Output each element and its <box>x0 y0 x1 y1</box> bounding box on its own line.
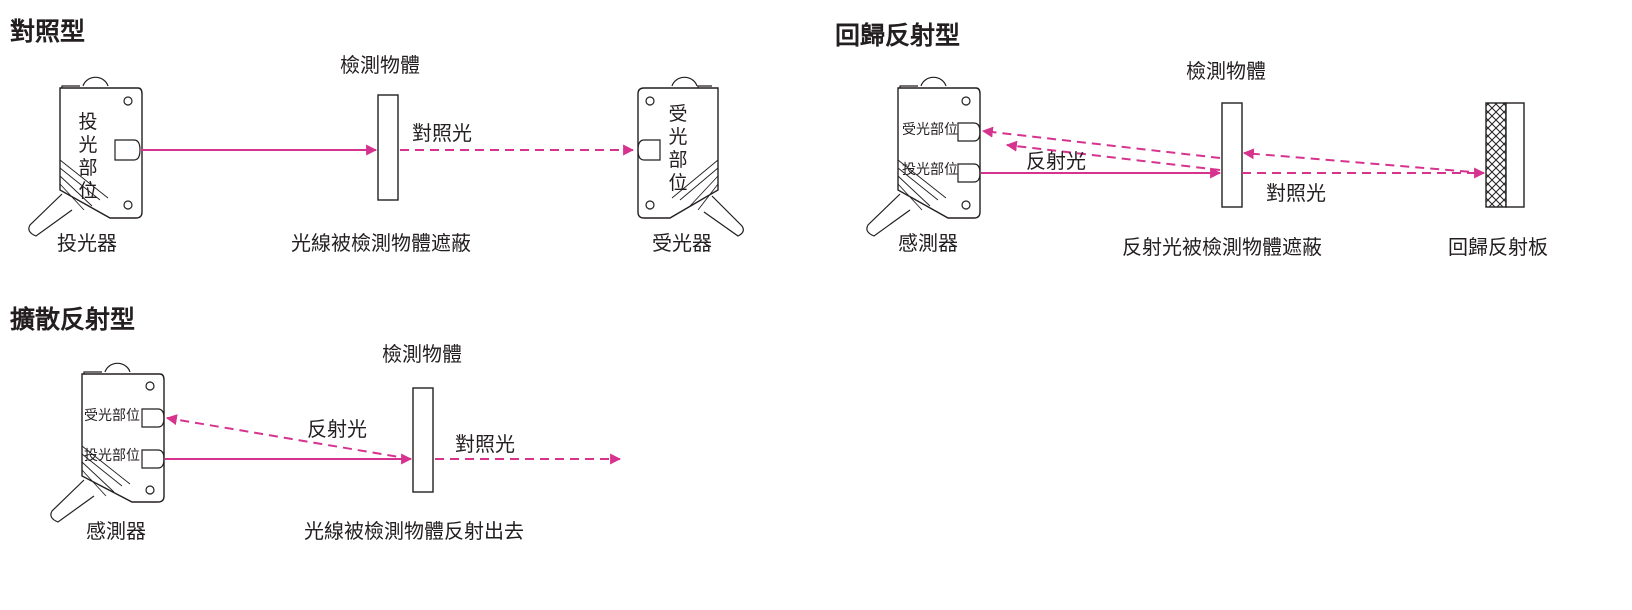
section-diffuse-reflective: 擴散反射型 受光部位 投光部位 感測器 檢測物體 光線被檢測物體反射出去 反射光… <box>10 305 622 543</box>
screw-hole <box>645 96 655 106</box>
emitter-part-label: 投光部位 <box>902 162 958 178</box>
receiver-cable <box>703 195 744 237</box>
reflector-label: 回歸反射板 <box>1448 235 1548 259</box>
section-title: 對照型 <box>10 17 85 46</box>
beam-dashed-return-2 <box>1005 140 1221 171</box>
caption: 光線被檢測物體遮蔽 <box>291 231 471 255</box>
sensor-cable <box>866 193 911 237</box>
sensor-indicator-led <box>920 76 947 87</box>
beam-dashed-reflect <box>165 414 412 460</box>
emitter-part-char: 位 <box>78 180 97 202</box>
receiver-part-label: 受光部位 <box>902 122 958 138</box>
detection-object <box>1221 102 1243 208</box>
section-through-beam: 對照型 投 光 部 位 投光器 檢測物體 光線被檢測物體遮蔽 對照光 <box>10 17 744 255</box>
emitter-sensor: 投 光 部 位 <box>28 76 143 237</box>
beam-dashed-return <box>1242 148 1485 174</box>
beam-label: 對照光 <box>455 432 515 456</box>
emitter-lens <box>957 163 981 183</box>
screw-hole <box>645 200 655 210</box>
emitter-part-label: 投光部位 <box>84 448 140 464</box>
receiver-lens <box>141 408 165 428</box>
detection-object <box>377 94 399 201</box>
receiver-housing <box>637 87 719 219</box>
emitter-label: 投光器 <box>57 231 117 255</box>
beam-label: 對照光 <box>1266 181 1326 205</box>
receiver-lens <box>957 122 981 142</box>
object-label: 檢測物體 <box>340 53 420 77</box>
object-label: 檢測物體 <box>382 342 462 366</box>
emitter-housing <box>59 87 143 219</box>
sensor-housing <box>897 87 981 219</box>
receiver-part-char: 部 <box>668 149 687 171</box>
emitter-part-char: 光 <box>78 134 97 156</box>
screw-hole <box>123 96 133 106</box>
receiver-part-label: 受光部位 <box>84 408 140 424</box>
housing-hatch <box>897 159 947 211</box>
receiver-indicator-led <box>671 76 698 87</box>
emitter-lens <box>114 139 141 161</box>
receiver-sensor: 受 光 部 位 <box>637 76 744 237</box>
section-retro-reflective: 回歸反射型 受光部位 投光部位 感測器 檢測物體 反射光被檢測物體遮蔽 回歸反射… <box>835 21 1548 259</box>
emitter-indicator-led <box>82 76 109 87</box>
sensor-label: 感測器 <box>86 519 146 543</box>
retro-sensor: 受光部位 投光部位 <box>866 76 981 237</box>
housing-hatch <box>671 159 719 211</box>
caption: 反射光被檢測物體遮蔽 <box>1122 235 1322 259</box>
screw-hole <box>961 200 971 210</box>
housing-hatch <box>59 159 109 211</box>
section-title: 回歸反射型 <box>835 21 960 50</box>
diffuse-sensor: 受光部位 投光部位 <box>50 362 165 523</box>
receiver-part-char: 受 <box>668 103 687 125</box>
caption: 光線被檢測物體反射出去 <box>304 519 524 543</box>
beam-dashed-return-3 <box>981 126 1221 159</box>
reflect-label: 反射光 <box>307 417 367 441</box>
sensor-label: 感測器 <box>898 231 958 255</box>
detection-object <box>412 387 434 493</box>
reflector-back <box>1505 102 1525 208</box>
screw-hole <box>145 485 155 495</box>
sensor-cable <box>50 479 95 523</box>
section-title: 擴散反射型 <box>10 305 135 334</box>
sensor-indicator-led <box>104 362 131 373</box>
retro-reflector-plate <box>1485 102 1525 208</box>
object-label: 檢測物體 <box>1186 59 1266 83</box>
beam-label: 對照光 <box>412 121 472 145</box>
reflector-hatched-face <box>1485 102 1507 208</box>
receiver-lens <box>637 139 661 161</box>
emitter-part-char: 投 <box>78 111 97 133</box>
emitter-part-char: 部 <box>78 157 97 179</box>
receiver-label: 受光器 <box>652 231 712 255</box>
receiver-part-char: 光 <box>668 126 687 148</box>
housing-hatch <box>81 445 131 497</box>
screw-hole <box>961 96 971 106</box>
emitter-lens <box>141 449 165 469</box>
emitter-cable <box>28 193 73 237</box>
screw-hole <box>123 200 133 210</box>
receiver-part-char: 位 <box>668 172 687 194</box>
reflect-label: 反射光 <box>1026 149 1086 173</box>
screw-hole <box>145 381 155 391</box>
